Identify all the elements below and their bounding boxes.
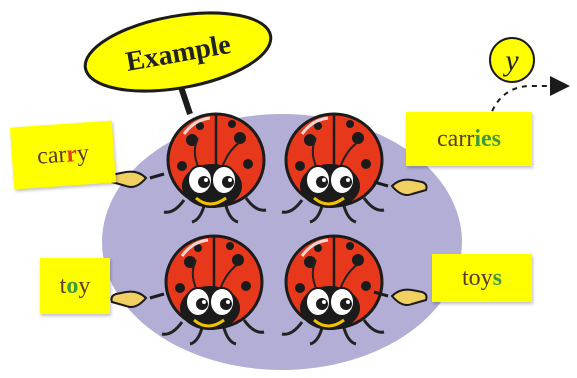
word-carries-ending: ies <box>474 126 501 152</box>
removed-letter-bubble <box>489 37 535 83</box>
removed-letter-label: y <box>502 44 519 77</box>
example-sign <box>83 11 273 93</box>
word-toys-ending: s <box>492 265 502 291</box>
word-toys-stem: toy <box>461 265 493 291</box>
word-toy-highlight: o <box>66 273 79 299</box>
word-carry-tail: y <box>76 140 90 167</box>
word-toy-tail: y <box>78 273 91 299</box>
word-carry-stem: car <box>36 141 68 170</box>
word-carries-stem: carr <box>437 126 475 152</box>
word-toy-stem: t <box>59 273 67 299</box>
